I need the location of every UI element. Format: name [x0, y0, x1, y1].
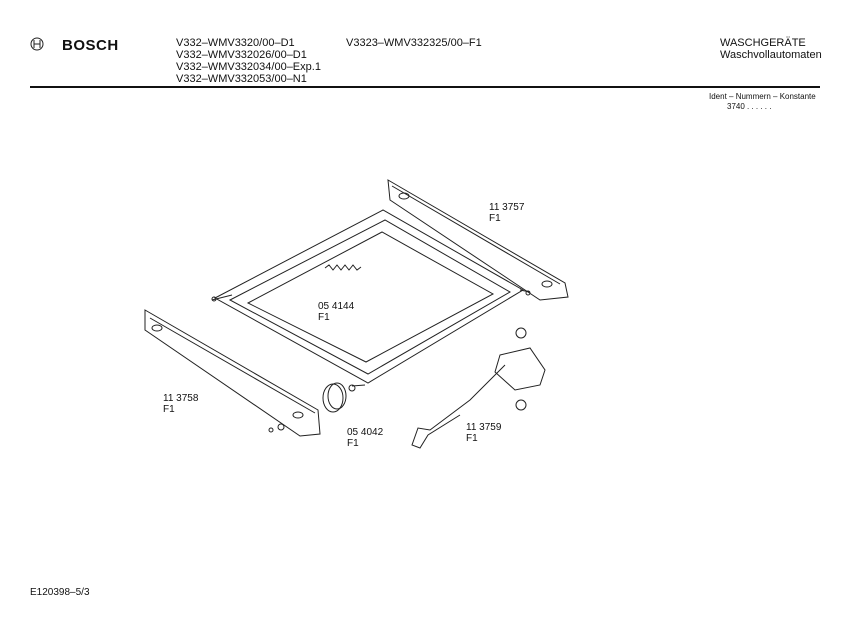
- ident-value: 3740 . . . . . .: [727, 102, 772, 111]
- bosch-logo-icon: [30, 37, 44, 51]
- category: WASCHGERÄTE: [720, 37, 806, 49]
- drawing-code: E120398–5/3: [30, 587, 90, 598]
- ident-label: Ident – Nummern – Konstante: [709, 92, 816, 101]
- model-line: V332–WMV3320/00–D1: [176, 37, 295, 49]
- rear-rail: [387, 179, 569, 301]
- model-line: V3323–WMV332325/00–F1: [346, 37, 482, 49]
- header-divider: [30, 86, 820, 88]
- clip: [268, 384, 356, 433]
- roller: [322, 382, 347, 413]
- spring: [324, 264, 362, 271]
- model-line: V332–WMV332026/00–D1: [176, 49, 307, 61]
- brand-name: BOSCH: [62, 37, 119, 54]
- model-list: V332–WMV3320/00–D1 V332–WMV332026/00–D1 …: [176, 37, 321, 85]
- model-line: V332–WMV332034/00–Exp.1: [176, 61, 321, 73]
- hinge-lever: [411, 327, 546, 449]
- subcategory: Waschvollautomaten: [720, 49, 822, 61]
- door-frame: [211, 209, 531, 387]
- front-rail: [144, 309, 321, 437]
- model-line: V332–WMV332053/00–N1: [176, 73, 307, 85]
